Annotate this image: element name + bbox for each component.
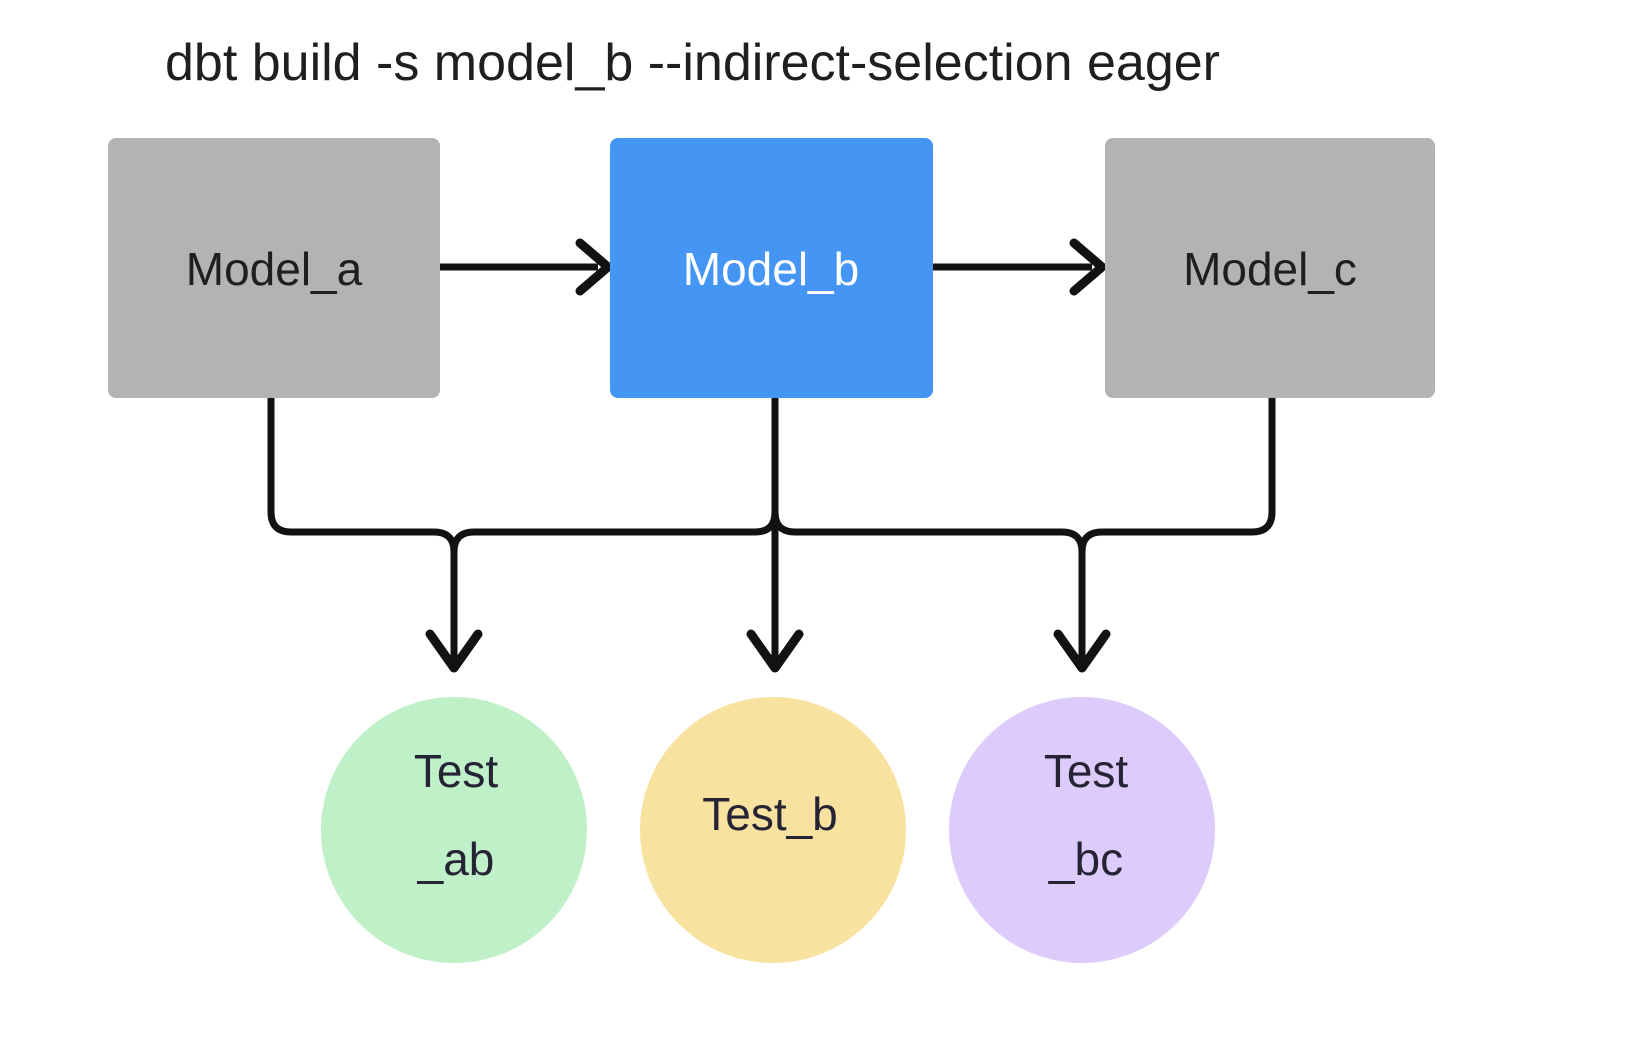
arrow-head-icon-testab xyxy=(425,629,483,673)
model-c-label: Model_c xyxy=(1183,243,1357,295)
model-c-rect[interactable] xyxy=(1105,138,1435,398)
edge-model-b-to-test-bc xyxy=(771,398,1086,553)
node-model-c[interactable]: Model_c xyxy=(1105,138,1435,398)
model-a-label: Model_a xyxy=(186,243,363,295)
arrow-head-icon-b-c xyxy=(1069,238,1107,296)
arrow-head-icon-a-b xyxy=(575,238,613,296)
edge-model-a-to-test-ab xyxy=(267,398,483,673)
test-ab-label-line1: Test xyxy=(414,745,499,797)
test-b-label-line1: Test_b xyxy=(702,788,838,840)
edge-model-c-to-test-bc xyxy=(1053,398,1276,673)
diagram-title: dbt build -s model_b --indirect-selectio… xyxy=(165,34,1220,92)
arrow-head-icon-testbc xyxy=(1053,629,1111,673)
node-test-ab[interactable]: Test _ab xyxy=(321,697,587,963)
model-b-label: Model_b xyxy=(683,243,859,295)
node-test-bc[interactable]: Test _bc xyxy=(949,697,1215,963)
node-model-b[interactable]: Model_b xyxy=(610,138,933,398)
test-ab-circle[interactable] xyxy=(321,697,587,963)
test-b-circle[interactable] xyxy=(640,697,906,963)
test-bc-label-line1: Test xyxy=(1044,745,1129,797)
edge-model-b-to-model-c xyxy=(933,238,1107,296)
edge-path-a-testab xyxy=(267,398,458,660)
test-ab-label-line2: _ab xyxy=(417,833,495,885)
test-bc-label-line2: _bc xyxy=(1048,833,1123,885)
test-bc-circle[interactable] xyxy=(949,697,1215,963)
edge-model-a-to-model-b xyxy=(438,238,613,296)
edge-path-b-testbc xyxy=(771,398,1086,553)
node-test-b[interactable]: Test_b xyxy=(640,697,906,963)
edge-model-b-to-test-ab xyxy=(450,398,779,553)
edge-path-b-testab xyxy=(450,398,779,553)
arrow-head-icon-testb xyxy=(746,629,804,673)
edge-path-c-testbc xyxy=(1078,398,1276,660)
model-b-rect[interactable] xyxy=(610,138,933,398)
model-a-rect[interactable] xyxy=(108,138,440,398)
node-model-a[interactable]: Model_a xyxy=(108,138,440,398)
